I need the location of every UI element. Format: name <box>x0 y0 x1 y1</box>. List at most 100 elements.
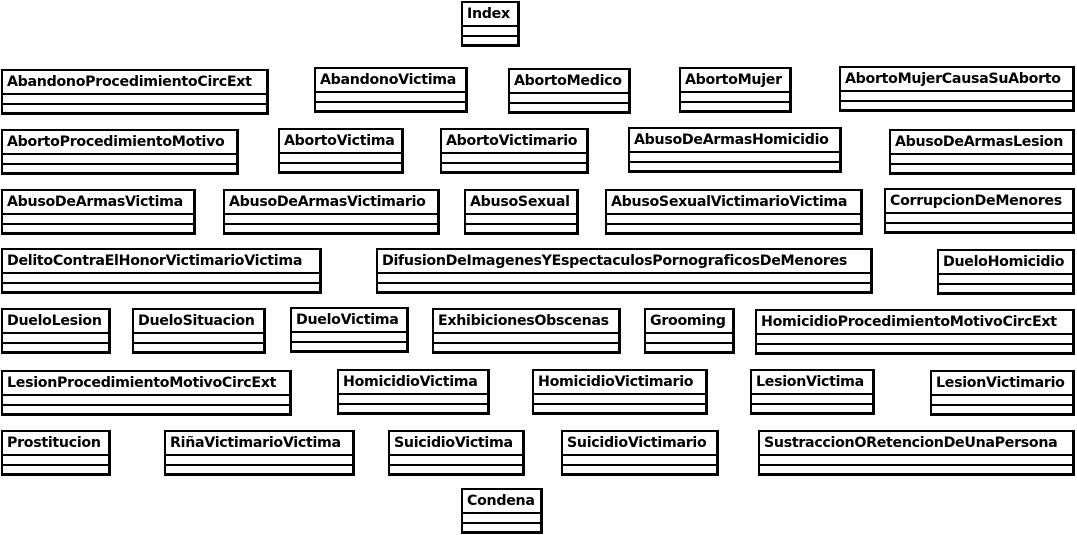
class-name: AbortoVictima <box>280 130 401 154</box>
class-name: Prostitucion <box>3 432 108 456</box>
class-operations-section <box>646 344 732 351</box>
class-attributes-section <box>280 154 401 164</box>
class-box[interactable]: LesionVictima <box>750 369 875 415</box>
class-attributes-section <box>339 395 487 405</box>
class-attributes-section <box>292 333 406 343</box>
class-name: AbusoDeArmasVictimario <box>225 191 437 215</box>
class-attributes-section <box>760 456 1072 466</box>
class-box[interactable]: AbortoMujerCausaSuAborto <box>839 66 1075 112</box>
class-attributes-section <box>3 274 319 284</box>
class-operations-section <box>3 105 266 112</box>
class-attributes-section <box>939 275 1072 285</box>
class-box[interactable]: AbusoDeArmasVictima <box>1 189 196 235</box>
class-name: Condena <box>463 490 540 514</box>
class-name: AbusoDeArmasLesion <box>891 131 1072 155</box>
class-attributes-section <box>886 214 1072 224</box>
class-box[interactable]: DueloVictima <box>290 307 409 353</box>
class-box[interactable]: HomicidioVictimario <box>532 369 708 415</box>
class-attributes-section <box>841 92 1072 102</box>
class-attributes-section <box>466 215 576 225</box>
class-box[interactable]: AbusoSexualVictimarioVictima <box>605 189 863 235</box>
class-box[interactable]: Index <box>461 1 520 47</box>
class-box[interactable]: LesionVictimario <box>930 370 1075 416</box>
class-attributes-section <box>134 334 263 344</box>
class-name: SuicidioVictima <box>390 432 522 456</box>
class-name: LesionVictimario <box>932 372 1072 396</box>
class-box[interactable]: AbortoVictima <box>278 128 404 174</box>
class-name: DueloSituacion <box>134 310 263 334</box>
class-name: HomicidioVictima <box>339 371 487 395</box>
class-box[interactable]: CorrupcionDeMenores <box>884 188 1075 234</box>
class-name: DueloHomicidio <box>939 251 1072 275</box>
class-box[interactable]: HomicidioVictima <box>337 369 490 415</box>
class-box[interactable]: AbusoDeArmasVictimario <box>223 189 440 235</box>
class-box[interactable]: AbusoDeArmasLesion <box>889 129 1075 175</box>
class-operations-section <box>932 406 1072 413</box>
class-box[interactable]: AbortoVictimario <box>440 128 589 174</box>
class-attributes-section <box>3 334 108 344</box>
class-name: DelitoContraElHonorVictimarioVictima <box>3 250 319 274</box>
class-box[interactable]: DifusionDeImagenesYEspectaculosPornograf… <box>376 248 873 294</box>
class-operations-section <box>466 225 576 232</box>
class-operations-section <box>886 224 1072 231</box>
class-box[interactable]: SuicidioVictima <box>388 430 525 476</box>
class-box[interactable]: RiñaVictimarioVictima <box>164 430 355 476</box>
class-operations-section <box>463 524 540 531</box>
class-operations-section <box>434 344 618 351</box>
class-box[interactable]: HomicidioProcedimientoMotivoCircExt <box>755 309 1075 355</box>
class-box[interactable]: DueloLesion <box>1 308 111 354</box>
class-attributes-section <box>757 335 1072 345</box>
class-box[interactable]: ExhibicionesObscenas <box>432 308 621 354</box>
class-box[interactable]: AbortoProcedimientoMotivo <box>1 129 239 175</box>
class-box[interactable]: Condena <box>461 488 543 534</box>
class-operations-section <box>939 285 1072 292</box>
class-box[interactable]: LesionProcedimientoMotivoCircExt <box>1 370 292 416</box>
class-attributes-section <box>225 215 437 225</box>
class-operations-section <box>3 225 193 232</box>
class-operations-section <box>630 163 839 170</box>
class-operations-section <box>891 165 1072 172</box>
class-attributes-section <box>390 456 522 466</box>
class-attributes-section <box>3 215 193 225</box>
class-name: CorrupcionDeMenores <box>886 190 1072 214</box>
class-box[interactable]: DueloHomicidio <box>937 249 1075 295</box>
class-box[interactable]: SuicidioVictimario <box>561 430 719 476</box>
class-name: DueloLesion <box>3 310 108 334</box>
class-operations-section <box>563 466 716 473</box>
class-name: ExhibicionesObscenas <box>434 310 618 334</box>
class-attributes-section <box>434 334 618 344</box>
class-operations-section <box>3 284 319 291</box>
class-name: AbortoMedico <box>510 70 628 94</box>
class-box[interactable]: AbusoDeArmasHomicidio <box>628 127 842 173</box>
class-operations-section <box>292 343 406 350</box>
class-name: DifusionDeImagenesYEspectaculosPornograf… <box>378 250 870 274</box>
class-box[interactable]: Prostitucion <box>1 430 111 476</box>
class-operations-section <box>3 466 108 473</box>
class-attributes-section <box>166 456 352 466</box>
class-name: HomicidioVictimario <box>534 371 705 395</box>
class-box[interactable]: DueloSituacion <box>132 308 266 354</box>
class-box[interactable]: DelitoContraElHonorVictimarioVictima <box>1 248 322 294</box>
class-attributes-section <box>932 396 1072 406</box>
class-attributes-section <box>891 155 1072 165</box>
class-attributes-section <box>3 155 236 165</box>
class-name: DueloVictima <box>292 309 406 333</box>
class-box[interactable]: AbandonoVictima <box>314 67 468 113</box>
class-operations-section <box>339 405 487 412</box>
class-attributes-section <box>630 153 839 163</box>
class-operations-section <box>534 405 705 412</box>
class-operations-section <box>442 164 586 171</box>
class-attributes-section <box>752 395 872 405</box>
class-operations-section <box>390 466 522 473</box>
class-box[interactable]: AbandonoProcedimientoCircExt <box>1 69 269 115</box>
class-box[interactable]: Grooming <box>644 308 735 354</box>
class-attributes-section <box>646 334 732 344</box>
class-box[interactable]: SustraccionORetencionDeUnaPersona <box>758 430 1075 476</box>
class-box[interactable]: AbusoSexual <box>464 189 579 235</box>
class-box[interactable]: AbortoMujer <box>679 67 792 113</box>
class-attributes-section <box>510 94 628 104</box>
class-box[interactable]: AbortoMedico <box>508 68 631 114</box>
class-operations-section <box>510 104 628 111</box>
class-attributes-section <box>3 456 108 466</box>
